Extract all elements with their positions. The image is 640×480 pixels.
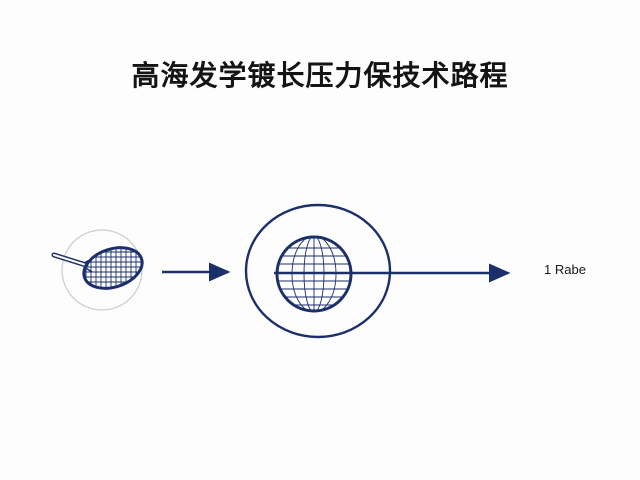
racket-node bbox=[51, 229, 148, 311]
globe-node-outer-circle bbox=[244, 203, 392, 339]
racket-node-circle bbox=[61, 229, 143, 311]
diagram-title: 高海发学镀长压力保技术路程 bbox=[131, 59, 509, 92]
globe-node bbox=[244, 203, 392, 339]
end-node-label: 1 Rabe bbox=[544, 262, 586, 277]
